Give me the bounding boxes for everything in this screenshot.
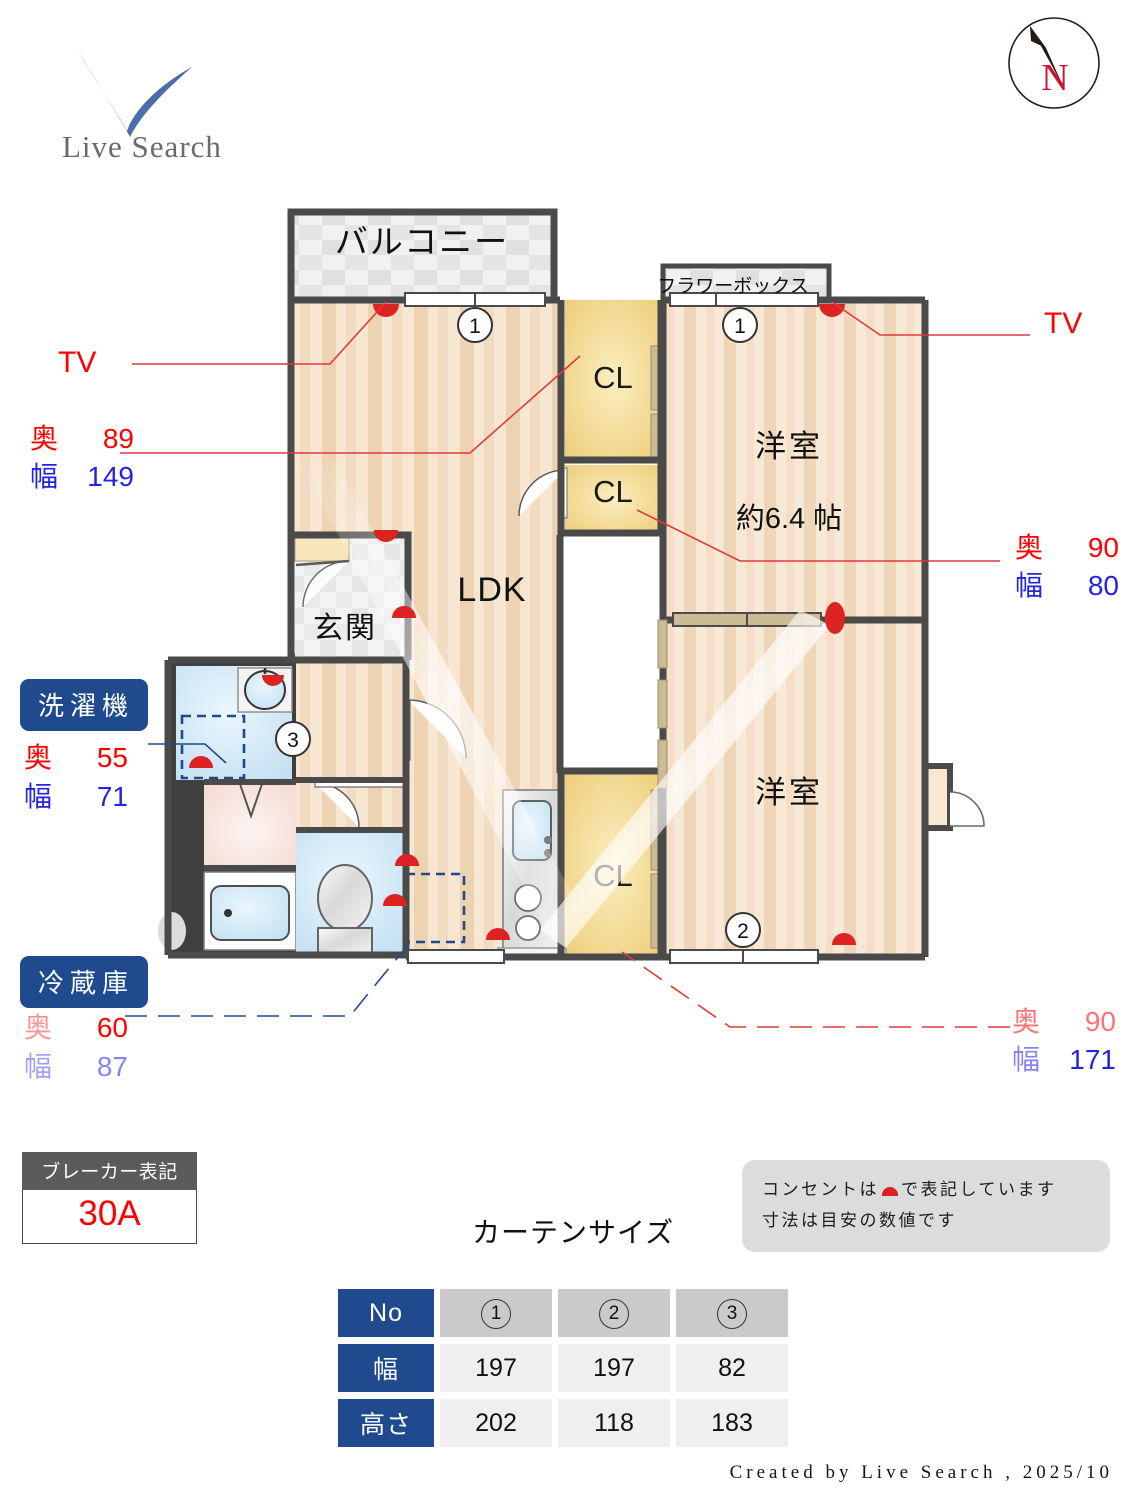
tv-label-left: TV [58, 346, 97, 379]
width-value: 87 [96, 1051, 128, 1082]
height-cell-3: 183 [676, 1399, 788, 1447]
depth-value: 90 [1087, 532, 1119, 563]
width-cell-3: 82 [676, 1344, 788, 1392]
brand-name: Live Search [62, 129, 222, 164]
floor-plan-drawing: CL CL CL [120, 208, 1030, 1028]
brand-logo: Live Search [30, 45, 260, 180]
washer-badge: 洗濯機 [20, 679, 149, 731]
zone-sanitary [158, 467, 568, 957]
table-row-width: 幅 197 197 82 [338, 1344, 788, 1392]
curtain-number-3: 3 [717, 1299, 747, 1329]
width-value: 80 [1087, 570, 1119, 601]
svg-text:1: 1 [469, 315, 481, 338]
depth-label: 奥 [30, 423, 59, 454]
table-row-no: No 1 2 3 [338, 1289, 788, 1337]
width-label: 幅 [30, 461, 59, 492]
tv-label-right: TV [1044, 307, 1083, 340]
compass-rose: N [1005, 14, 1103, 112]
height-cell-2: 118 [558, 1399, 670, 1447]
depth-label: 奥 [24, 1012, 53, 1043]
width-label: 幅 [1015, 570, 1044, 601]
width-value: 149 [87, 461, 134, 492]
svg-text:3: 3 [287, 729, 299, 752]
breaker-box: ブレーカー表記 30A [22, 1152, 197, 1244]
depth-value: 89 [102, 423, 134, 454]
closet-label: CL [593, 474, 633, 509]
compass-north-label: N [1041, 57, 1068, 99]
notes-line1-before: コンセントは [762, 1180, 879, 1199]
table-cell-col-1: 1 [440, 1289, 552, 1337]
closet-mid: CL [565, 465, 661, 533]
washer-space-outline [180, 714, 246, 780]
legend-notes: コンセントは で表記しています 寸法は目安の数値です [742, 1160, 1110, 1252]
fridge-badge: 冷蔵庫 [20, 956, 149, 1008]
tv-right-depth-row: 奥 90 [1015, 526, 1119, 566]
outlet-marker-icon [882, 1187, 898, 1196]
width-label: 幅 [1012, 1044, 1041, 1075]
width-cell-2: 197 [558, 1344, 670, 1392]
row-header-no: No [338, 1289, 434, 1337]
shelf-br-depth-row: 奥 90 [1012, 1000, 1116, 1040]
breaker-value: 30A [22, 1190, 197, 1244]
width-label: 幅 [24, 1051, 53, 1082]
windows [404, 292, 822, 964]
room-label-washitsu-2: 洋室 [755, 775, 823, 810]
tv-left-width-row: 幅 149 [30, 455, 134, 495]
curtain-number-1: 1 [481, 1299, 511, 1329]
room-size-washitsu-1: 約6.4 帖 [736, 502, 842, 535]
fridge-depth-row: 奥 60 [24, 1006, 128, 1046]
curtain-number-2: 2 [599, 1299, 629, 1329]
width-label: 幅 [24, 781, 53, 812]
notes-line-2: 寸法は目安の数値です [762, 1211, 957, 1231]
curtain-size-table: No 1 2 3 幅 197 197 82 高さ 202 118 183 [332, 1282, 794, 1454]
closet-top: CL [565, 300, 661, 461]
curtain-size-title: カーテンサイズ [472, 1217, 675, 1248]
svg-text:2: 2 [737, 920, 749, 943]
depth-value: 55 [96, 742, 128, 773]
breaker-header: ブレーカー表記 [22, 1152, 197, 1190]
tv-right-width-row: 幅 80 [1015, 564, 1119, 604]
depth-label: 奥 [1015, 532, 1044, 563]
window-marker-1a: 1 [457, 307, 493, 343]
shelf-br-width-row: 幅 171 [1012, 1038, 1116, 1078]
width-cell-1: 197 [440, 1344, 552, 1392]
width-value: 171 [1069, 1044, 1116, 1075]
washer-depth-row: 奥 55 [24, 736, 128, 776]
depth-value: 90 [1084, 1006, 1116, 1037]
svg-text:1: 1 [734, 315, 746, 338]
room-balcony [287, 208, 558, 304]
room-label-washitsu-1: 洋室 [755, 429, 823, 464]
row-header-width: 幅 [338, 1344, 434, 1392]
table-cell-col-3: 3 [676, 1289, 788, 1337]
footer-credit: Created by Live Search , 2025/10 [729, 1462, 1113, 1483]
window-marker-1b: 1 [722, 307, 758, 343]
room-label-genkan: 玄関 [313, 612, 377, 645]
room-label-ldk: LDK [457, 571, 526, 609]
room-label-flowerbox: フラワーボックス [657, 275, 808, 297]
window-marker-3: 3 [275, 721, 311, 757]
tv-left-depth-row: 奥 89 [30, 417, 134, 457]
room-label-balcony: バルコニー [335, 223, 509, 260]
fridge-width-row: 幅 87 [24, 1045, 128, 1085]
depth-label: 奥 [1012, 1006, 1041, 1037]
width-value: 71 [96, 781, 128, 812]
notes-line-1: コンセントは で表記しています [762, 1174, 1090, 1205]
depth-value: 60 [96, 1012, 128, 1043]
window-marker-2: 2 [725, 912, 761, 948]
row-header-height: 高さ [338, 1399, 434, 1447]
depth-label: 奥 [24, 742, 53, 773]
table-row-height: 高さ 202 118 183 [338, 1399, 788, 1447]
table-cell-col-2: 2 [558, 1289, 670, 1337]
height-cell-1: 202 [440, 1399, 552, 1447]
floor-sheen [300, 462, 830, 948]
logo-checkmark-icon [78, 51, 192, 137]
outlet-markers [189, 304, 856, 945]
washer-width-row: 幅 71 [24, 775, 128, 815]
closet-label: CL [593, 360, 633, 395]
leader-lines [120, 301, 1030, 1028]
notes-line1-after: で表記しています [901, 1180, 1057, 1199]
